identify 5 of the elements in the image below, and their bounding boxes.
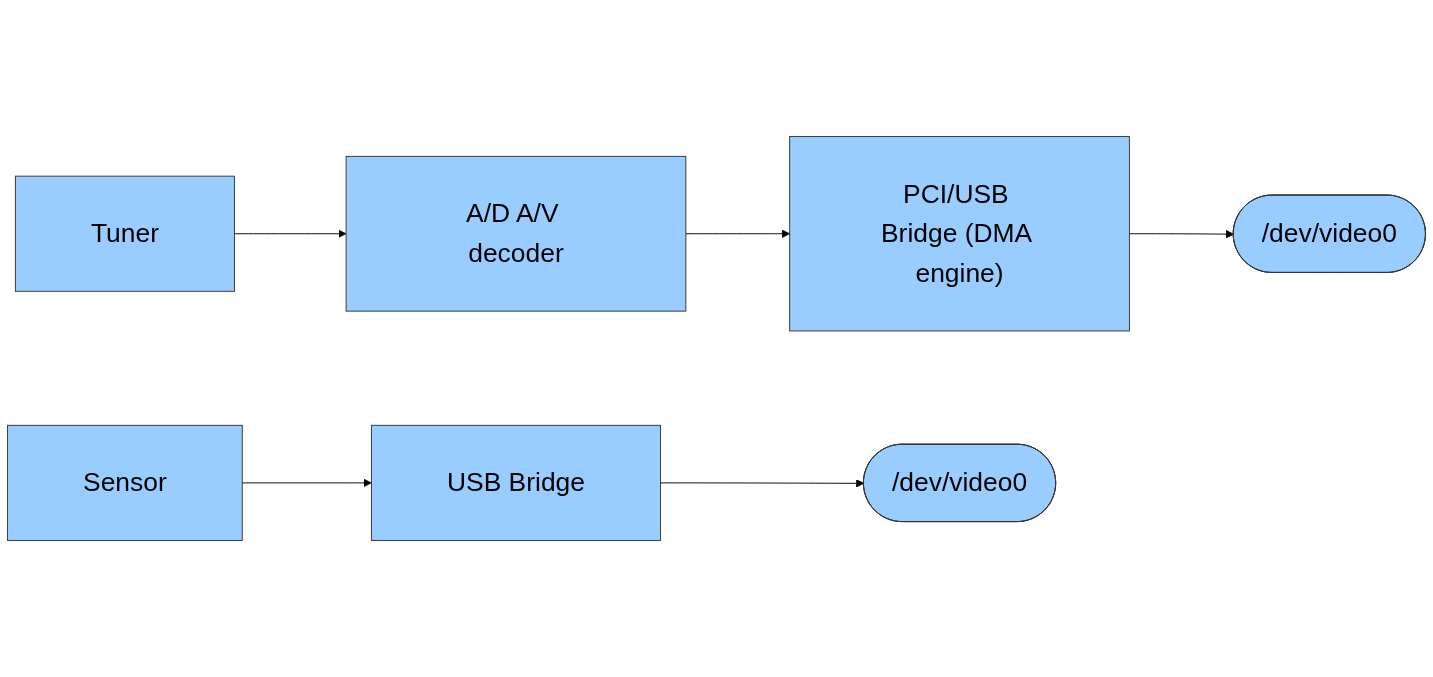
node-box: PCI/USB Bridge (DMA engine) xyxy=(789,136,1130,332)
node-box: A/D A/V decoder xyxy=(345,155,687,312)
node-box: Sensor xyxy=(7,424,243,541)
node-box: USB Bridge xyxy=(370,424,661,541)
node-box: Tuner xyxy=(14,175,235,292)
